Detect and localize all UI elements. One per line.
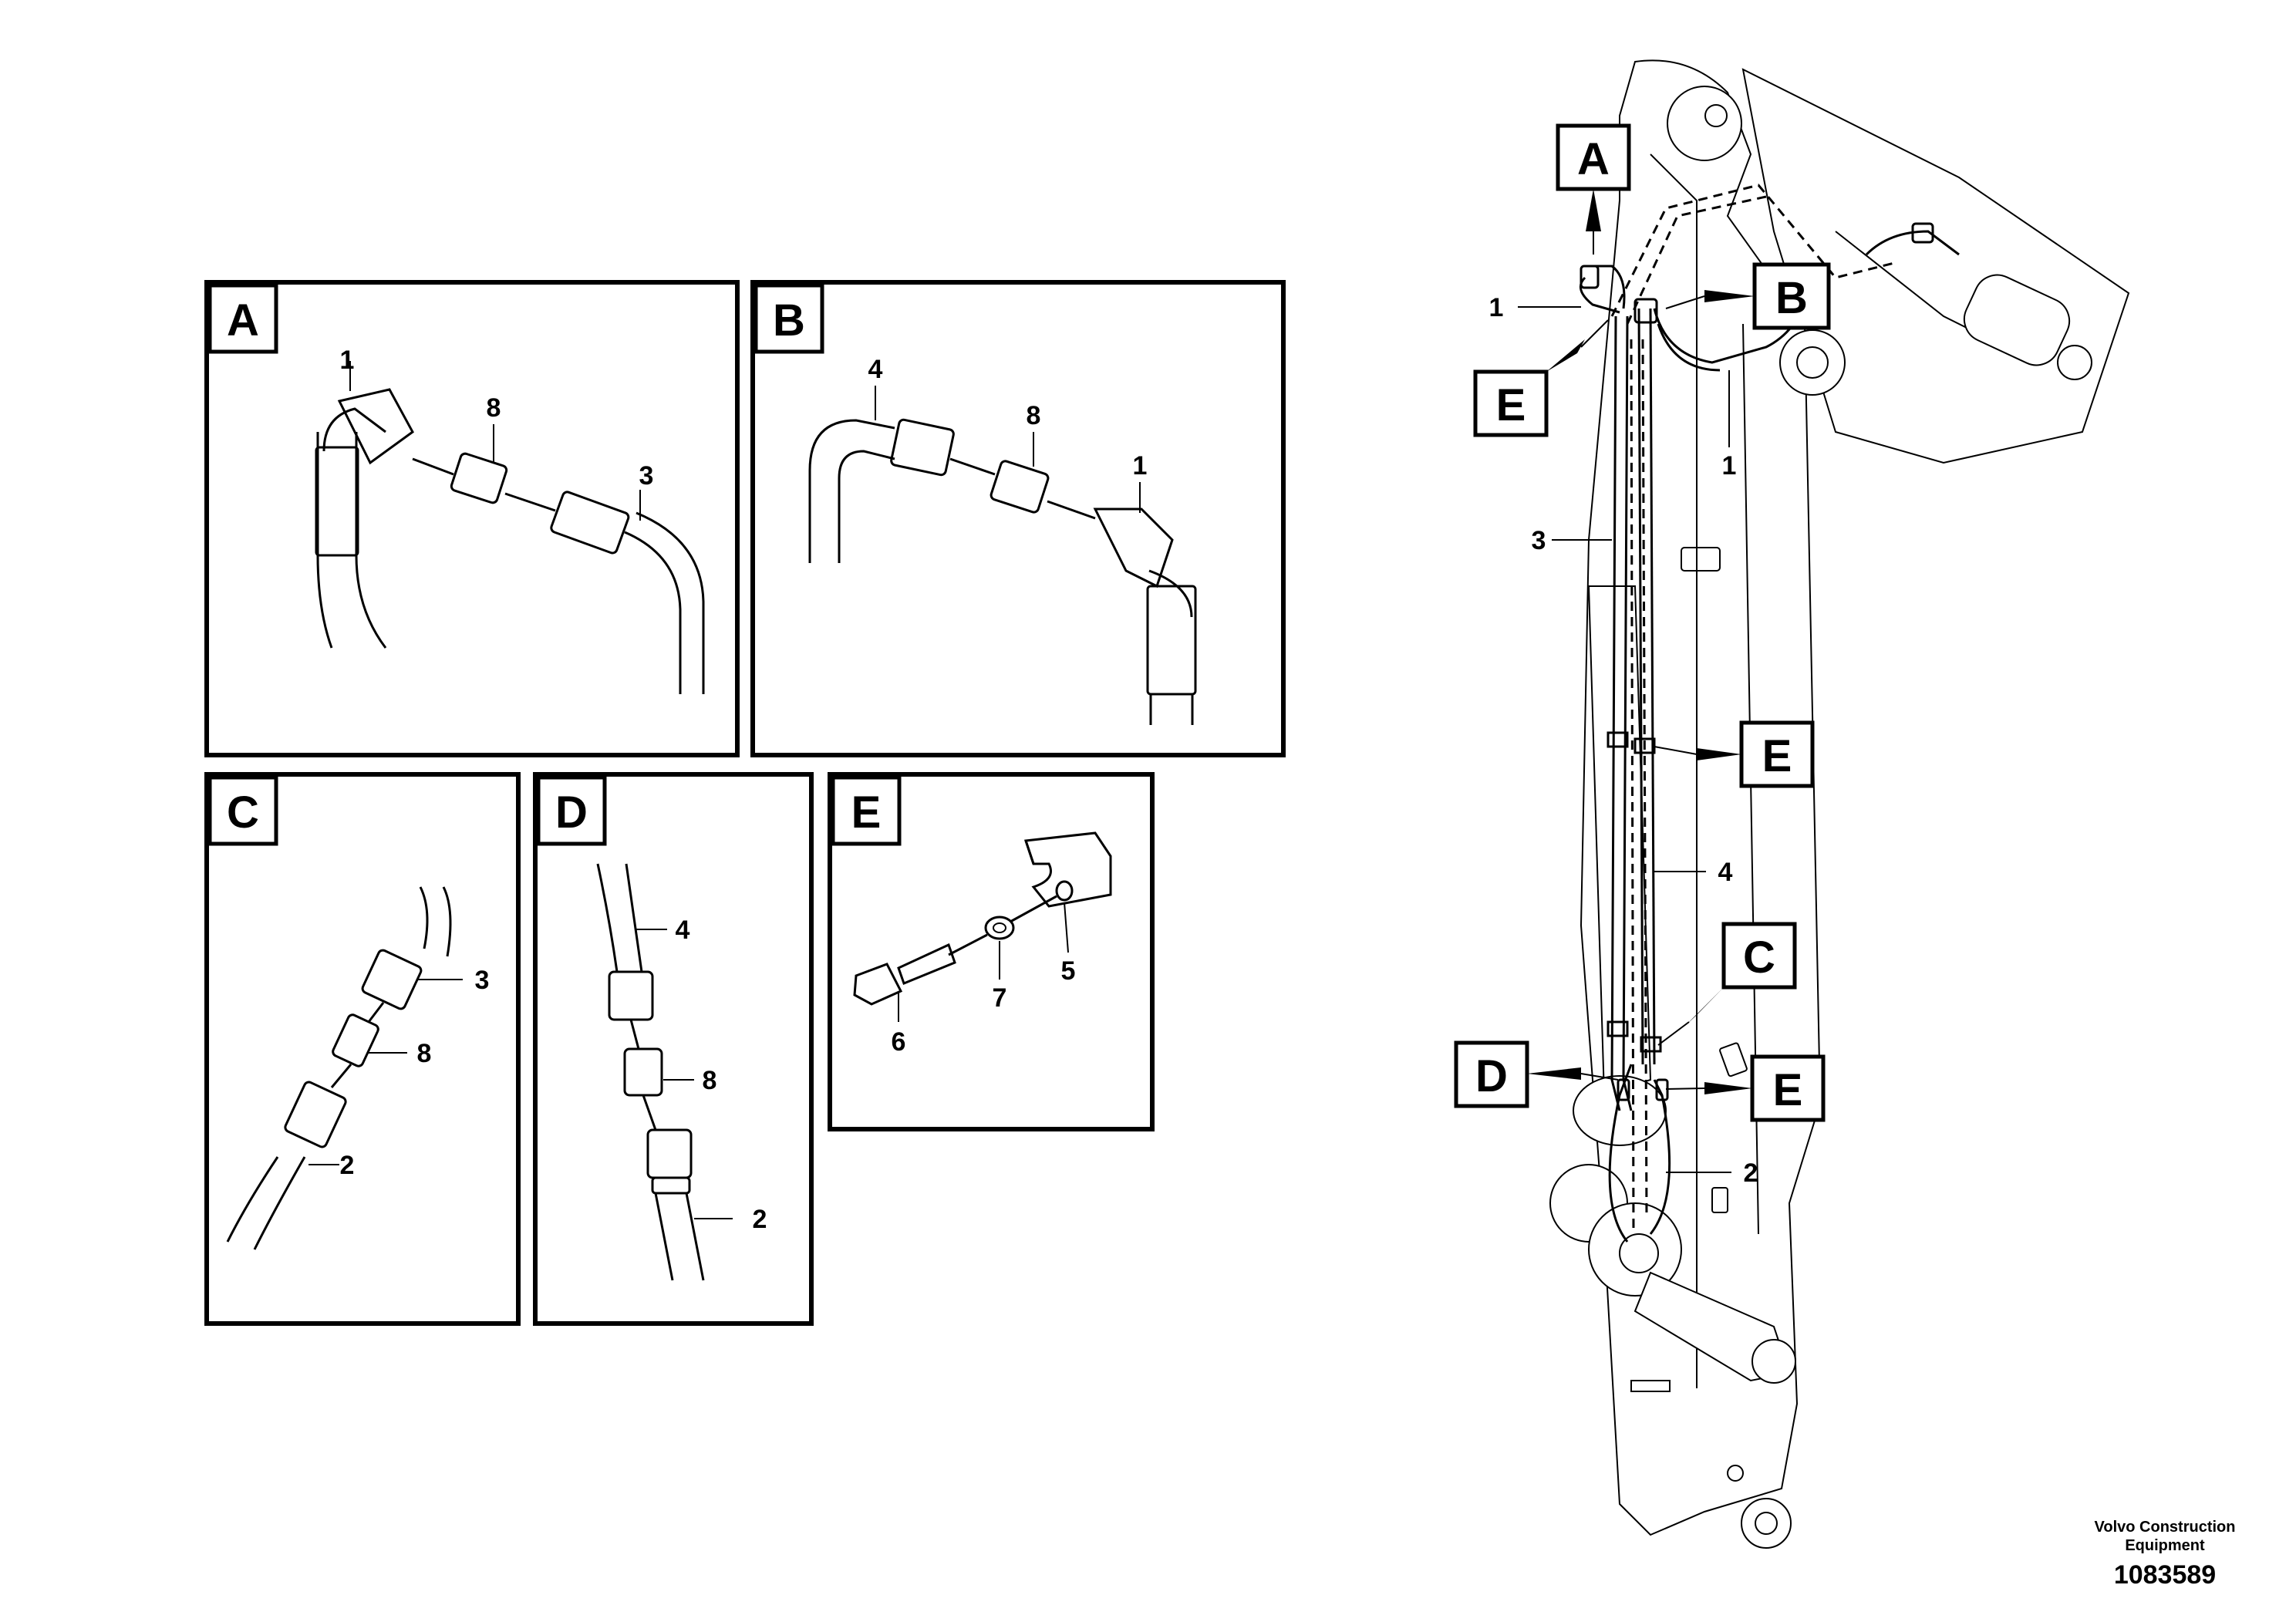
panel-a-callout-1: 1 bbox=[340, 346, 355, 375]
overview-tag-a: A bbox=[1577, 134, 1610, 184]
hose-assembly-a bbox=[315, 361, 705, 694]
panel-c-callout-8: 8 bbox=[417, 1039, 432, 1068]
hose-assembly-c bbox=[226, 886, 463, 1250]
overview-tag-e-middle: E bbox=[1762, 731, 1792, 781]
overview-callout-1-right: 1 bbox=[1722, 451, 1737, 481]
detail-panel-e: E 5 6 7 bbox=[828, 772, 1155, 1131]
company-name-line2: Equipment bbox=[2125, 1537, 2205, 1554]
overview-callout-4: 4 bbox=[1718, 858, 1733, 887]
panel-d-letter: D bbox=[555, 787, 588, 838]
panel-a-callout-8: 8 bbox=[487, 393, 501, 423]
panel-c-callout-3: 3 bbox=[475, 966, 490, 995]
panel-e-callout-7: 7 bbox=[993, 983, 1007, 1013]
panel-e-letter: E bbox=[851, 787, 882, 838]
panel-a-callout-3: 3 bbox=[639, 461, 654, 491]
panel-c-letter: C bbox=[227, 787, 259, 838]
drawing-number: 1083589 bbox=[2113, 1560, 2217, 1590]
overview-callout-3: 3 bbox=[1532, 526, 1546, 555]
panel-b-letter: B bbox=[773, 295, 805, 346]
overview-callouts: 1 1 3 4 2 bbox=[1489, 293, 1758, 1188]
hose-assembly-d bbox=[596, 863, 733, 1281]
overview-hoses bbox=[1579, 184, 1960, 1243]
overview-tag-c: D bbox=[1475, 1051, 1508, 1101]
company-name: Volvo Construction Equipment bbox=[2065, 1518, 2265, 1555]
overview-callout-1-left: 1 bbox=[1489, 293, 1504, 322]
panel-d-callout-2: 2 bbox=[753, 1205, 767, 1234]
overview-callout-2: 2 bbox=[1744, 1158, 1758, 1188]
hose-assembly-b bbox=[808, 386, 1197, 725]
company-name-line1: Volvo Construction bbox=[2094, 1519, 2236, 1536]
overview-tag-d: E bbox=[1773, 1065, 1803, 1115]
overview-tag-e-top: E bbox=[1496, 380, 1526, 430]
overview-tag-e-lower: C bbox=[1743, 932, 1775, 983]
overview-tag-b: B bbox=[1775, 273, 1808, 323]
panel-e-callout-5: 5 bbox=[1061, 956, 1076, 986]
panel-d-callout-4: 4 bbox=[676, 916, 690, 945]
detail-panel-b: B 4 8 1 bbox=[750, 280, 1286, 757]
panel-b-callout-4: 4 bbox=[868, 355, 883, 384]
panel-e-callout-6: 6 bbox=[892, 1027, 906, 1057]
panel-b-callout-8: 8 bbox=[1027, 401, 1041, 430]
detail-panel-a: A 1 8 3 bbox=[204, 280, 740, 757]
overview-tags: A B E E C D E bbox=[1454, 123, 1831, 1122]
detail-panel-c: C 3 8 2 bbox=[204, 772, 521, 1326]
panel-a-letter: A bbox=[227, 295, 259, 346]
detail-panel-d: D 4 8 2 bbox=[533, 772, 814, 1326]
panel-c-callout-2: 2 bbox=[340, 1151, 355, 1180]
clamp-assembly-e bbox=[853, 831, 1112, 1022]
arm-overview bbox=[1549, 59, 2130, 1549]
panel-d-callout-8: 8 bbox=[703, 1066, 717, 1095]
panel-b-callout-1: 1 bbox=[1133, 451, 1148, 481]
